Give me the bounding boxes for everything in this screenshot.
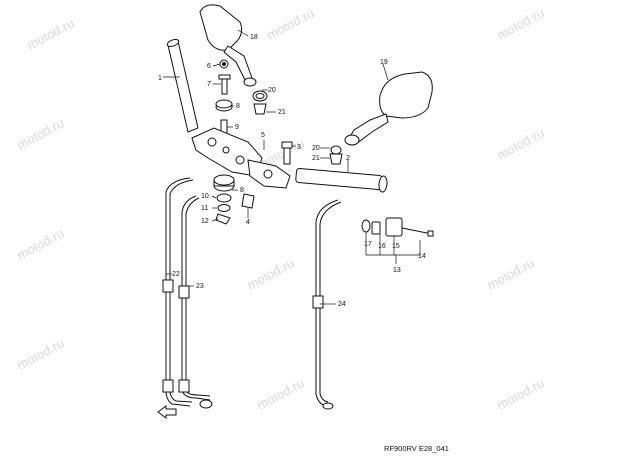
watermark-text: motod.ru: [14, 335, 66, 372]
callout-labels: 1 2 3 4 5 6 7 8 8 9 10 11 12 13 14 15 16…: [158, 34, 426, 308]
callout-20: 20: [268, 87, 276, 94]
callout-22: 22: [172, 271, 180, 278]
callout-6: 6: [207, 63, 211, 70]
callout-8: 8: [240, 187, 244, 194]
watermark-text: motod.ru: [14, 115, 66, 152]
watermark-text: motod.ru: [264, 5, 316, 42]
watermark-text: motod.ru: [254, 375, 306, 412]
throttle-hardware: [213, 174, 255, 225]
callout-10: 10: [201, 193, 209, 200]
callout-21: 21: [278, 109, 286, 116]
throttle-cable-22: [162, 177, 194, 407]
watermark-layer: motod.ru motod.ru motod.ru motod.ru moto…: [14, 5, 546, 412]
watermark-text: motod.ru: [244, 255, 296, 292]
choke-cable-24: [312, 199, 342, 410]
watermark-text: motod.ru: [14, 225, 66, 262]
callout-1: 1: [158, 75, 162, 82]
callout-18: 18: [250, 34, 258, 41]
callout-20: 20: [312, 145, 320, 152]
callout-14: 14: [418, 253, 426, 260]
callout-13: 13: [393, 267, 401, 274]
callout-5: 5: [261, 132, 265, 139]
callout-9: 9: [235, 124, 239, 131]
callout-3: 3: [297, 144, 301, 151]
callout-17: 17: [364, 241, 372, 248]
callout-23: 23: [196, 283, 204, 290]
right-handlebar-tube: [295, 168, 388, 193]
watermark-text: motod.ru: [494, 125, 546, 162]
drawing-code: RF900RV E28_041: [384, 444, 449, 453]
watermark-text: motod.ru: [484, 255, 536, 292]
callout-7: 7: [207, 81, 211, 88]
left-mirror: [199, 4, 257, 87]
callout-16: 16: [378, 243, 386, 250]
callout-11: 11: [201, 205, 208, 212]
callout-2: 2: [346, 155, 350, 162]
callout-19: 19: [380, 59, 388, 66]
watermark-text: motod.ru: [24, 15, 76, 52]
callout-8: 8: [236, 103, 240, 110]
switch-assembly: [361, 217, 434, 237]
watermark-text: motod.ru: [494, 375, 546, 412]
callout-leaders: [163, 29, 421, 305]
handlebar-holder: [191, 127, 291, 189]
callout-12: 12: [201, 218, 209, 225]
callout-4: 4: [246, 219, 250, 226]
callout-24: 24: [338, 301, 346, 308]
callout-15: 15: [392, 243, 400, 250]
front-direction-arrow-icon: [157, 405, 177, 419]
bolt: [281, 141, 293, 165]
right-mirror: [329, 71, 433, 165]
callout-21: 21: [312, 155, 320, 162]
left-handlebar-tube: [166, 39, 199, 133]
throttle-cable-23: [178, 195, 213, 409]
watermark-text: motod.ru: [494, 5, 546, 42]
